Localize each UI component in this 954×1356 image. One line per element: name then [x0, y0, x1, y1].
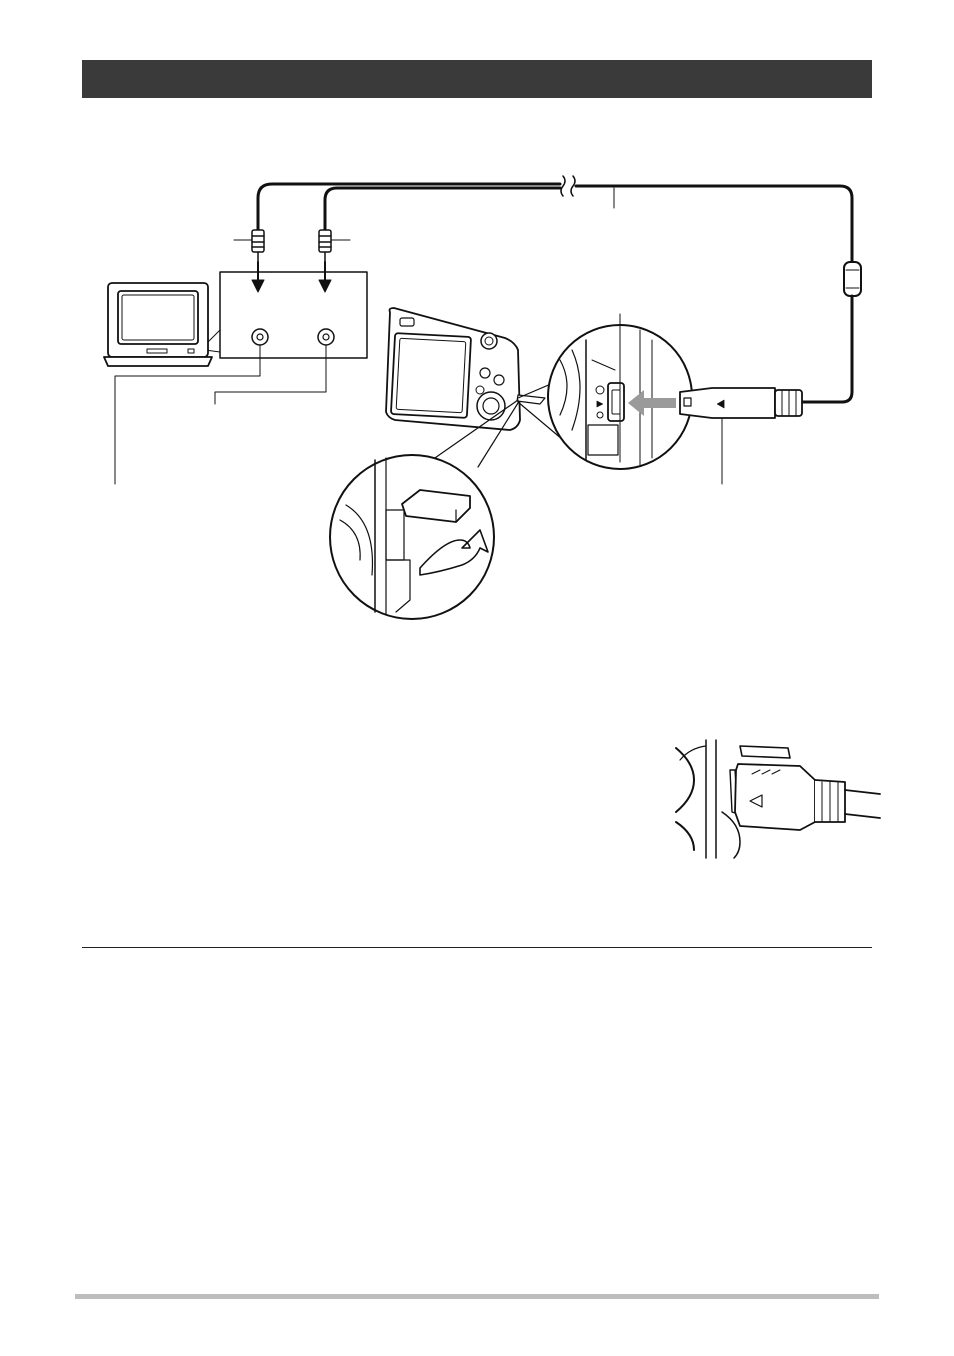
- insert-arrow-icon: [628, 390, 676, 416]
- rca-plug-yellow: [251, 229, 265, 263]
- open-cover-arrow-icon: [419, 529, 489, 576]
- footer-rule: [75, 1294, 879, 1299]
- section-divider: [82, 947, 872, 948]
- cover-closeup: [329, 454, 495, 620]
- rca-plug-white: [318, 229, 332, 263]
- tv-input-panel: [114, 271, 368, 485]
- down-arrow-icon: [251, 261, 332, 293]
- television-icon: [103, 282, 213, 367]
- cable-connector: [679, 387, 803, 485]
- av-cable-icon: [256, 175, 862, 404]
- section-header-bar: [82, 60, 872, 98]
- camera-icon: [385, 307, 546, 431]
